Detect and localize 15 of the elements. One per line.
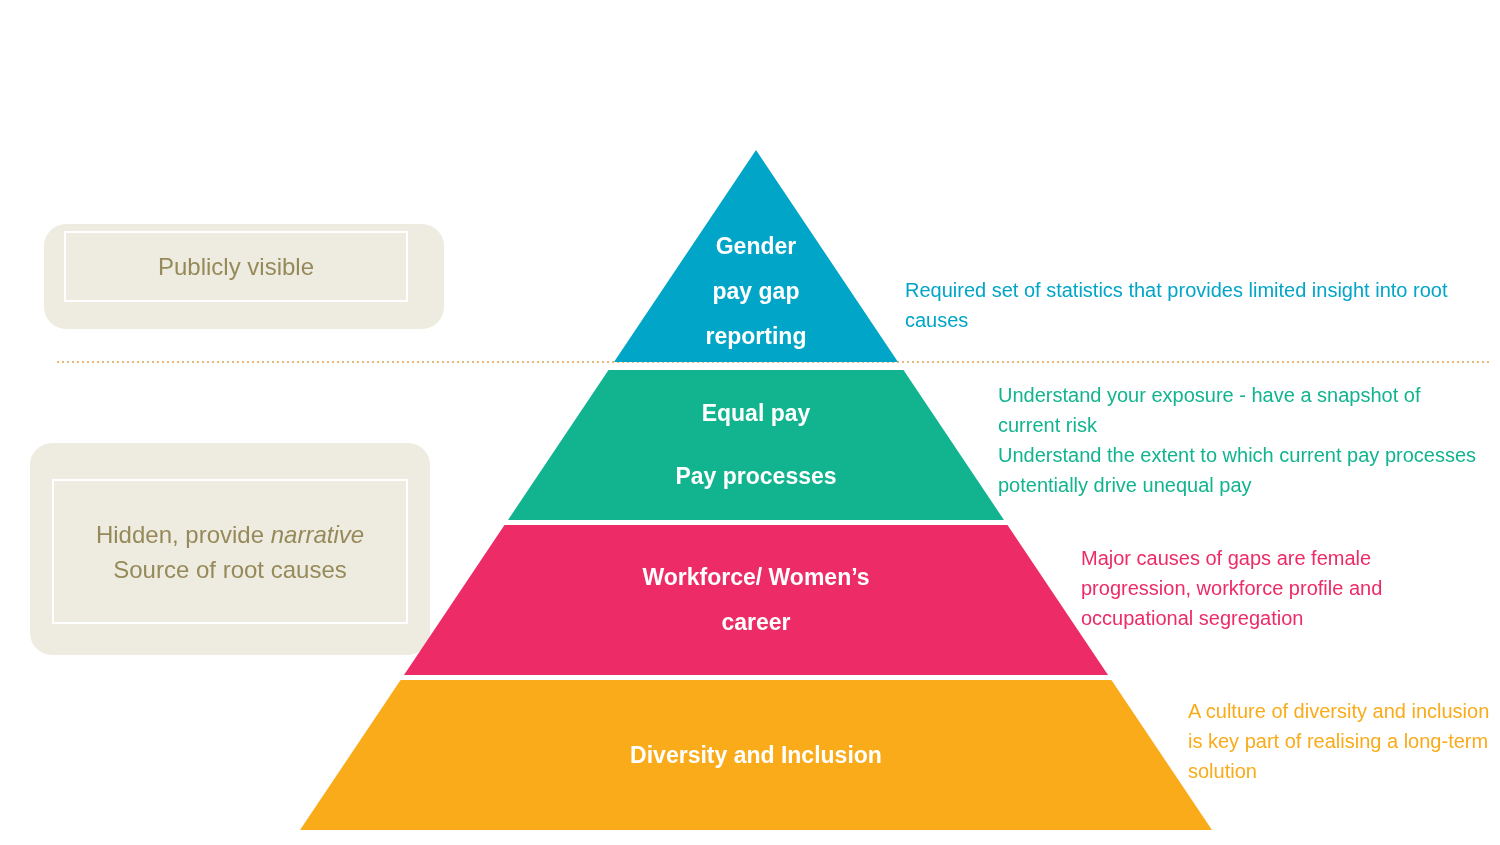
description-text: Required set of statistics that provides limited insight into root causes — [905, 278, 1449, 333]
layer-title: Equal pay — [701, 399, 811, 428]
label-panel — [44, 224, 444, 329]
layer-title: Workforce/ Women’s career — [641, 563, 871, 637]
panel-text: Source of root causes — [113, 554, 347, 585]
panel-text: Publicly visible — [157, 252, 315, 282]
layer-title: Diversity and Inclusion — [630, 740, 882, 770]
layer-title: Pay processes — [675, 462, 837, 491]
layer-title: Gender pay gap reporting — [704, 231, 808, 351]
description-text: Understand the extent to which current pay processes potentially drive unequal pay — [998, 443, 1478, 498]
description-text: Major causes of gaps are female progression, workforce profile and occupational segregation — [1081, 546, 1384, 631]
description-text: Understand your exposure - have a snapshot of current risk — [998, 383, 1422, 438]
panel-text: Hidden, provide narrative — [95, 519, 365, 550]
label-panel — [30, 443, 430, 655]
description-text: A culture of diversity and inclusion is key part of realising a long-term solution — [1188, 699, 1491, 784]
